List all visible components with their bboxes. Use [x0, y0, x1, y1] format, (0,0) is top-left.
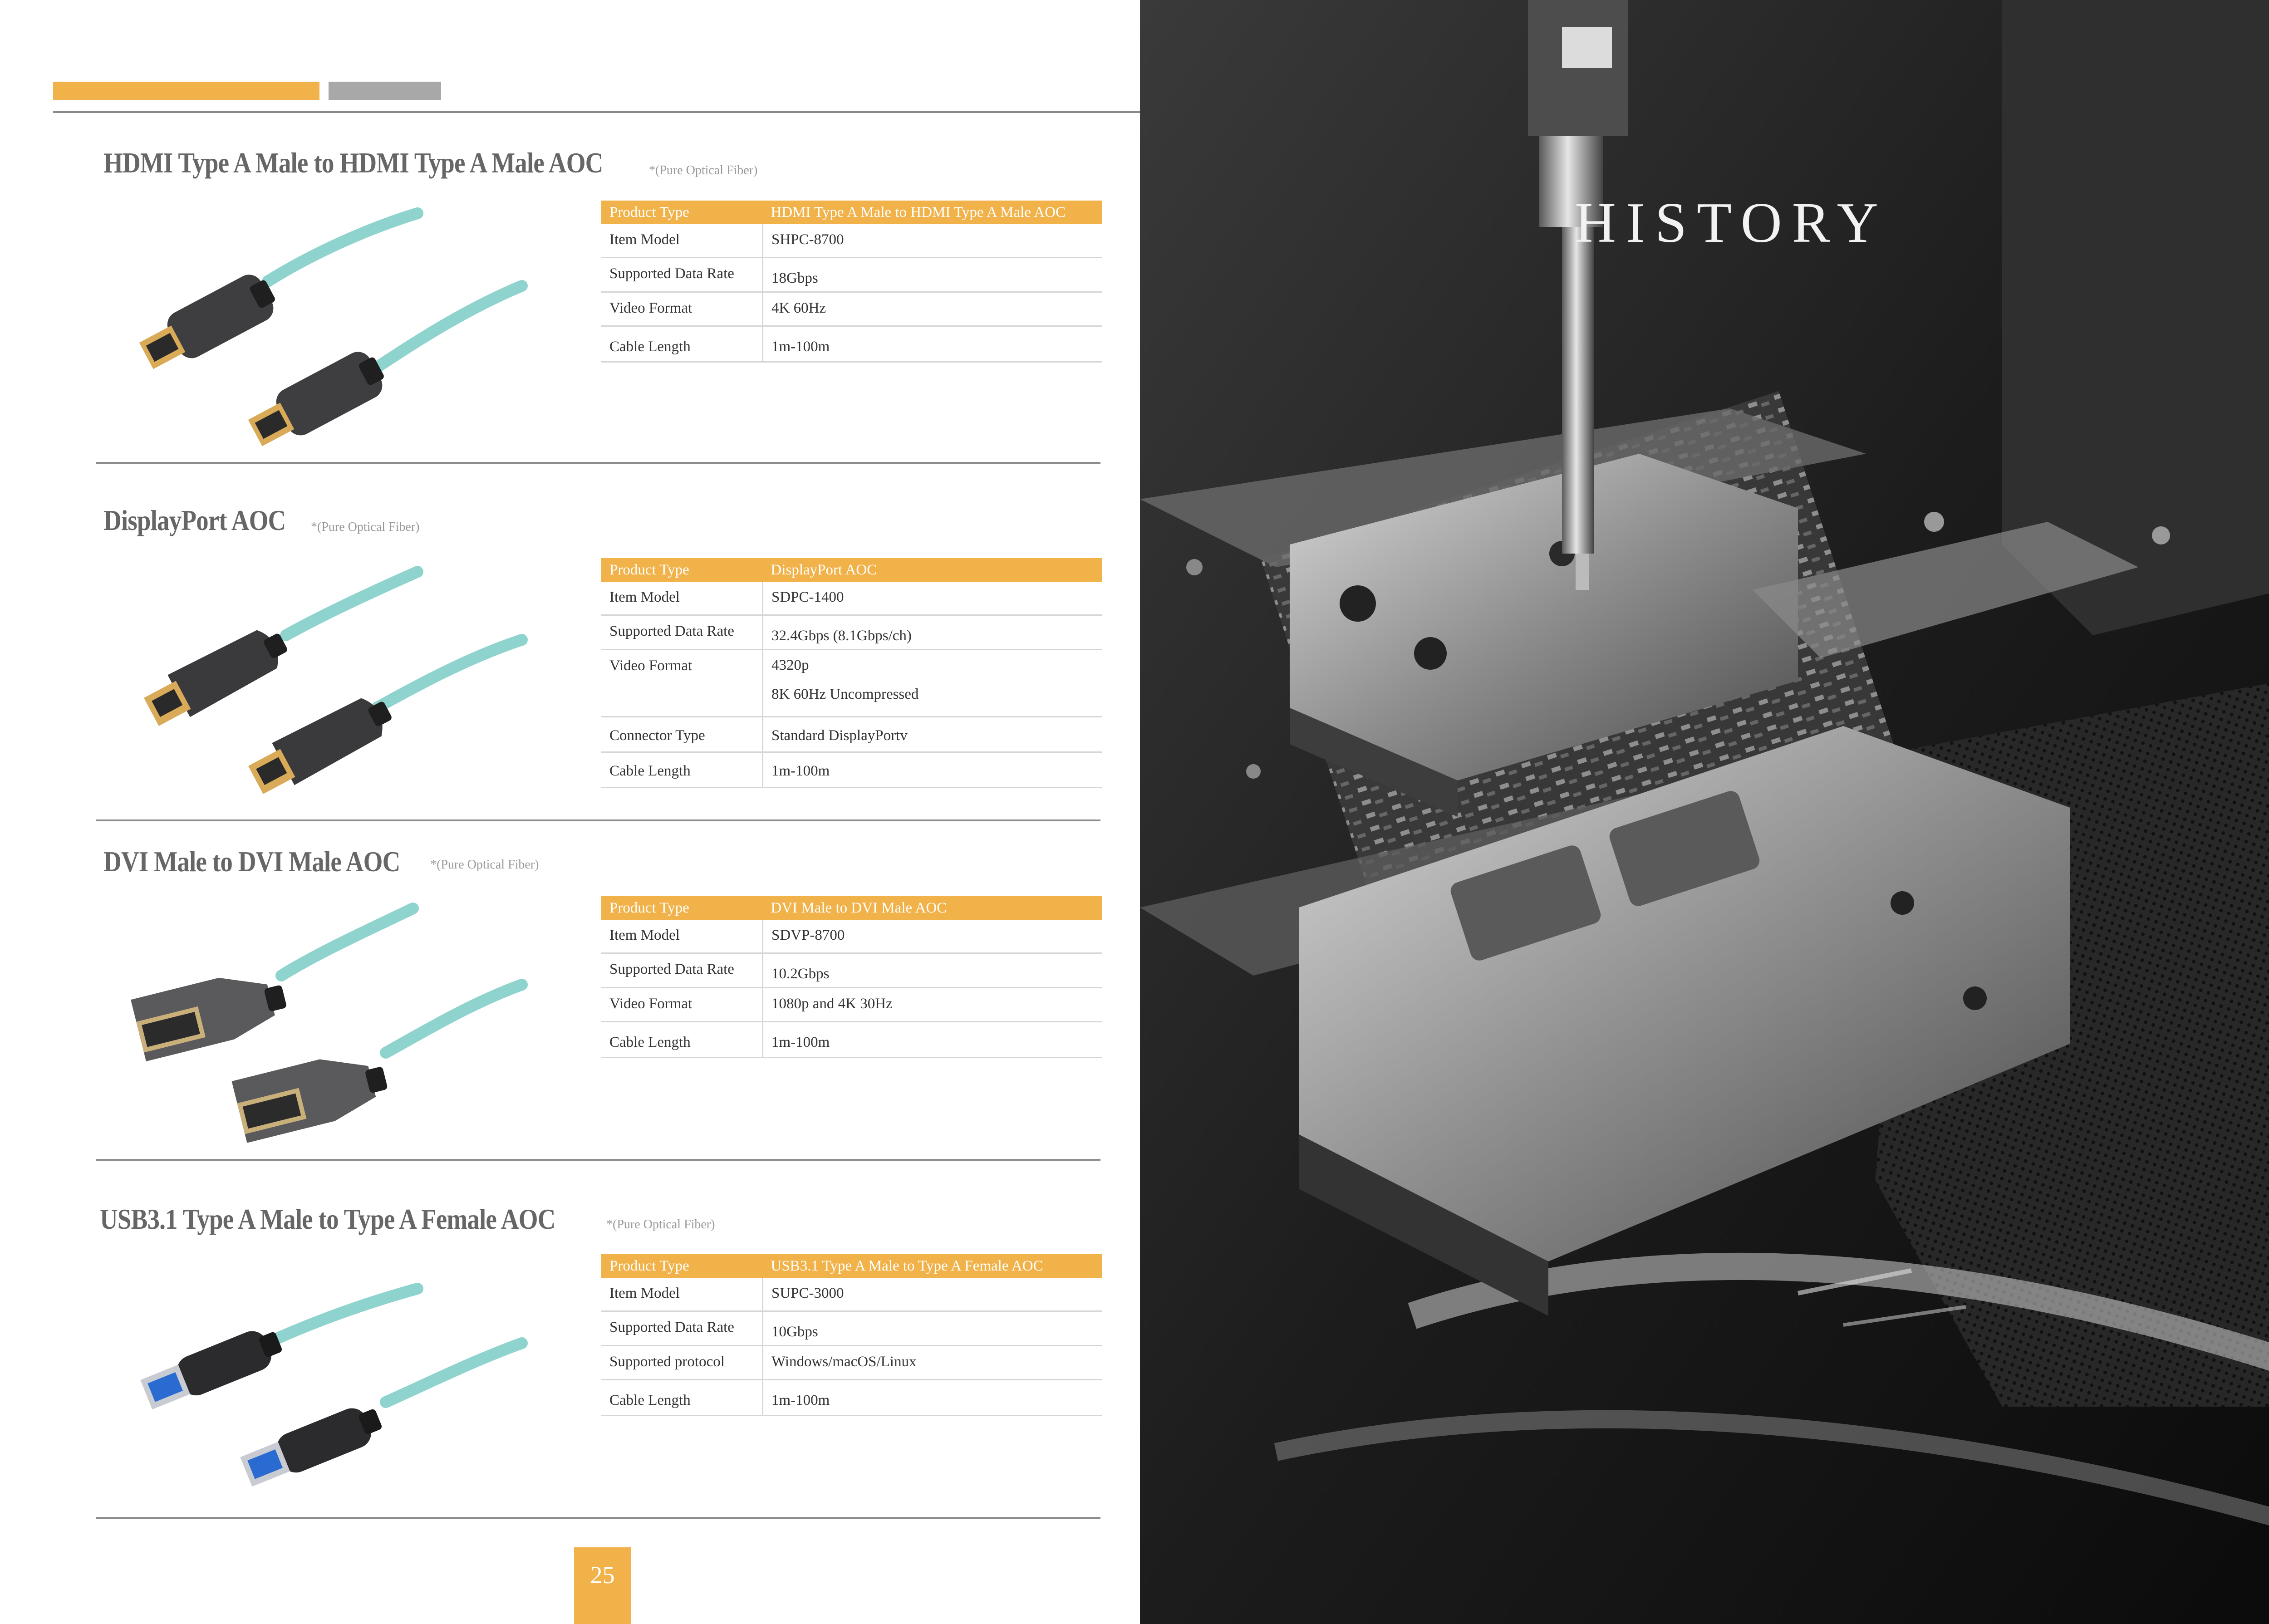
spec-row: Video Format 4K 60Hz	[601, 292, 1102, 327]
spec-label: Supported Data Rate	[601, 257, 763, 293]
spec-row: Item Model SHPC-8700	[601, 224, 1102, 258]
spec-value: Windows/macOS/Linux	[762, 1345, 1102, 1380]
spec-row: Supported Data Rate 18Gbps	[601, 257, 1102, 293]
hdmi-cable-image	[139, 207, 528, 446]
spec-label: Video Format	[601, 987, 763, 1022]
spec-value: Standard DisplayPortv	[762, 716, 1102, 753]
dvi-cable-image	[131, 903, 528, 1143]
spec-value: SHPC-8700	[762, 224, 1102, 258]
spec-value-line: 4320p	[771, 657, 809, 673]
spec-value: DisplayPort AOC	[762, 558, 1102, 582]
spec-value: 10.2Gbps	[762, 953, 1102, 988]
spec-label: Product Type	[601, 1254, 763, 1278]
spec-label: Item Model	[601, 582, 763, 616]
product-note: *(Pure Optical Fiber)	[311, 520, 420, 534]
spec-label: Supported protocol	[601, 1345, 763, 1380]
spec-row: Cable Length 1m-100m	[601, 326, 1102, 363]
accent-bar-gray	[329, 82, 441, 100]
spec-row: Item Model SDVP-8700	[601, 920, 1102, 954]
spec-value: 32.4Gbps (8.1Gbps/ch)	[762, 615, 1102, 650]
spec-row: Cable Length 1m-100m	[601, 1379, 1102, 1416]
spec-row-header: Product Type HDMI Type A Male to HDMI Ty…	[601, 201, 1102, 224]
spec-value: 4K 60Hz	[762, 292, 1102, 327]
spec-value: 18Gbps	[762, 257, 1102, 293]
catalog-page: HDMI Type A Male to HDMI Type A Male AOC…	[53, 82, 1140, 1624]
spec-table-usb: Product Type USB3.1 Type A Male to Type …	[601, 1254, 1102, 1416]
spec-row: Supported Data Rate 32.4Gbps (8.1Gbps/ch…	[601, 615, 1102, 650]
spec-row-header: Product Type DisplayPort AOC	[601, 558, 1102, 582]
section-divider	[96, 1517, 1100, 1519]
spec-label: Cable Length	[601, 752, 763, 788]
spec-row: Video Format 4320p 8K 60Hz Uncompressed	[601, 649, 1102, 717]
spec-row: Connector Type Standard DisplayPortv	[601, 716, 1102, 753]
spec-label: Item Model	[601, 920, 763, 954]
spec-label: Supported Data Rate	[601, 953, 763, 988]
spec-label: Supported Data Rate	[601, 615, 763, 650]
page-number-box	[574, 1547, 631, 1624]
spec-value: 1080p and 4K 30Hz	[762, 987, 1102, 1022]
history-heading: HISTORY	[1575, 191, 1888, 255]
spec-row: Video Format 1080p and 4K 30Hz	[601, 987, 1102, 1022]
spec-label: Video Format	[601, 649, 763, 717]
spec-label: Product Type	[601, 896, 763, 920]
product-title: DVI Male to DVI Male AOC	[103, 845, 400, 878]
displayport-cable-image	[143, 566, 528, 794]
accent-bar-orange	[53, 82, 319, 100]
spec-label: Item Model	[601, 1278, 763, 1312]
product-title: HDMI Type A Male to HDMI Type A Male AOC	[103, 147, 603, 179]
spec-row-header: Product Type USB3.1 Type A Male to Type …	[601, 1254, 1102, 1278]
spec-row: Item Model SUPC-3000	[601, 1278, 1102, 1312]
section-divider	[96, 1159, 1100, 1161]
product-note: *(Pure Optical Fiber)	[606, 1217, 715, 1231]
spec-label: Cable Length	[601, 1021, 763, 1058]
spec-value: 1m-100m	[762, 752, 1102, 788]
spec-row: Cable Length 1m-100m	[601, 752, 1102, 788]
spec-label: Product Type	[601, 558, 763, 582]
spec-row: Supported Data Rate 10.2Gbps	[601, 953, 1102, 988]
spec-label: Video Format	[601, 292, 763, 327]
page-number: 25	[590, 1561, 615, 1589]
product-title: USB3.1 Type A Male to Type A Female AOC	[100, 1203, 555, 1235]
spec-value-line: 8K 60Hz Uncompressed	[771, 686, 919, 702]
machinery-photo	[1140, 0, 2269, 1624]
spec-table-dvi: Product Type DVI Male to DVI Male AOC It…	[601, 896, 1102, 1058]
spec-table-displayport: Product Type DisplayPort AOC Item Model …	[601, 558, 1102, 788]
machinery-photo-art	[1140, 0, 2269, 1624]
spec-value: USB3.1 Type A Male to Type A Female AOC	[762, 1254, 1102, 1278]
spec-label: Cable Length	[601, 1379, 763, 1416]
product-title: DisplayPort AOC	[103, 504, 286, 536]
header-rule	[53, 111, 1140, 113]
product-note: *(Pure Optical Fiber)	[430, 858, 539, 872]
section-divider	[96, 462, 1100, 464]
spec-value: 4320p 8K 60Hz Uncompressed	[762, 649, 1102, 717]
spec-row: Supported protocol Windows/macOS/Linux	[601, 1345, 1102, 1380]
spec-label: Item Model	[601, 224, 763, 258]
product-note: *(Pure Optical Fiber)	[649, 163, 758, 177]
spec-label: Supported Data Rate	[601, 1311, 763, 1346]
spec-label: Product Type	[601, 201, 763, 224]
spec-value: SDVP-8700	[762, 920, 1102, 954]
spec-label: Connector Type	[601, 716, 763, 753]
spec-value: 1m-100m	[762, 1021, 1102, 1058]
spec-row: Cable Length 1m-100m	[601, 1021, 1102, 1058]
usb-cable-image	[140, 1283, 528, 1487]
spec-value: HDMI Type A Male to HDMI Type A Male AOC	[762, 201, 1102, 224]
spec-value: SUPC-3000	[762, 1278, 1102, 1312]
spec-label: Cable Length	[601, 326, 763, 363]
spec-table-hdmi: Product Type HDMI Type A Male to HDMI Ty…	[601, 201, 1102, 363]
section-divider	[96, 819, 1100, 821]
spec-value: DVI Male to DVI Male AOC	[762, 896, 1102, 920]
spec-row: Item Model SDPC-1400	[601, 582, 1102, 616]
spec-value: 10Gbps	[762, 1311, 1102, 1346]
spec-value: 1m-100m	[762, 1379, 1102, 1416]
spec-value: 1m-100m	[762, 326, 1102, 363]
spec-value: SDPC-1400	[762, 582, 1102, 616]
spec-row: Supported Data Rate 10Gbps	[601, 1311, 1102, 1346]
spec-row-header: Product Type DVI Male to DVI Male AOC	[601, 896, 1102, 920]
